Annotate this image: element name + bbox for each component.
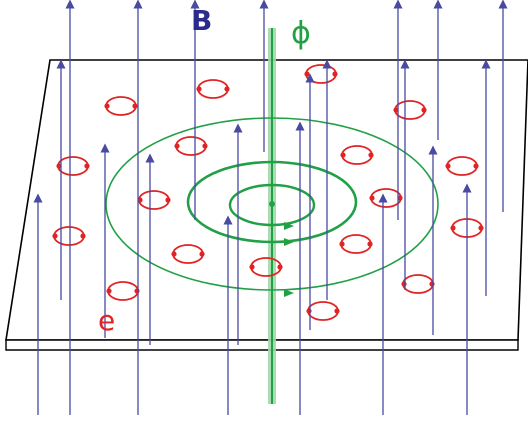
electron-dot [104, 103, 110, 109]
electron-dot [401, 281, 407, 287]
electron-dot [196, 86, 202, 92]
electron-dot [202, 143, 208, 149]
electron-dot [306, 308, 312, 314]
electron-dot [132, 103, 138, 109]
electron-dot [421, 107, 427, 113]
electron-label: e [98, 304, 115, 337]
electron-dot [473, 163, 479, 169]
electron-dot [340, 152, 346, 158]
electron-dot [199, 251, 205, 257]
electron-dot [277, 264, 283, 270]
electron-dot [137, 197, 143, 203]
electron-dot [334, 308, 340, 314]
electron-dot [450, 225, 456, 231]
flux-label: ϕ [291, 16, 311, 51]
ring-direction-arrow [284, 238, 294, 246]
magnetic-field-label: B [191, 4, 212, 37]
electron-dot [478, 225, 484, 231]
electron-dot [84, 163, 90, 169]
electron-dot [56, 163, 62, 169]
electron-dot [249, 264, 255, 270]
electron-dot [134, 288, 140, 294]
electron-dot [106, 288, 112, 294]
current-ring [186, 160, 358, 244]
electron-dot [332, 71, 338, 77]
electron-dot [171, 251, 177, 257]
electron-dot [393, 107, 399, 113]
sample-plane [5, 59, 528, 351]
electron-dot [52, 233, 58, 239]
electron-dot [165, 197, 171, 203]
electron-dot [304, 71, 310, 77]
electron-dot [80, 233, 86, 239]
flux-tube [268, 28, 276, 404]
electron-dot [367, 241, 373, 247]
electron-dot [368, 152, 374, 158]
electron-dot [174, 143, 180, 149]
ring-direction-arrow [284, 289, 294, 297]
electron-dot [369, 195, 375, 201]
flux-center [269, 201, 275, 207]
field-lines [33, 0, 508, 415]
electron-orbits [52, 64, 484, 321]
supercurrent-rings [105, 117, 439, 297]
electron-dot [445, 163, 451, 169]
electron-dot [397, 195, 403, 201]
current-ring [105, 117, 439, 291]
ring-direction-arrow [284, 222, 294, 230]
electron-dot [429, 281, 435, 287]
current-ring [228, 183, 316, 227]
electron-dot [339, 241, 345, 247]
electron-dot [224, 86, 230, 92]
